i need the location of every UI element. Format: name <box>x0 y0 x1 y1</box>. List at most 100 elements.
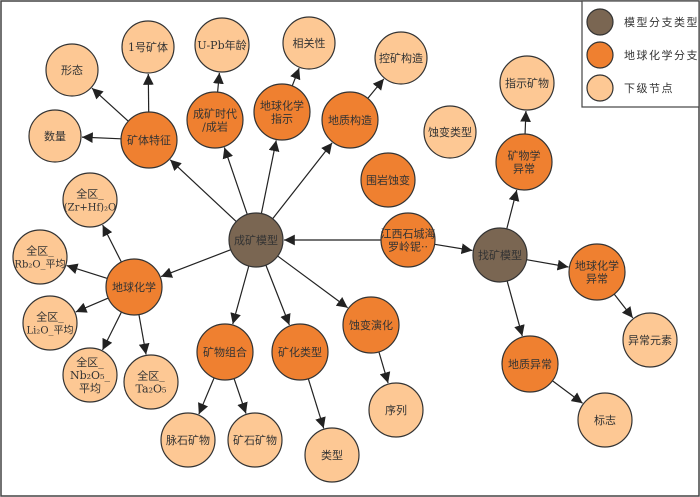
node-label: 矿体特征 <box>127 133 171 147</box>
node-label: 江西石城海 <box>381 227 436 241</box>
node-ktz[interactable]: 矿体特征 <box>120 111 178 169</box>
node-xt[interactable]: 形态 <box>45 43 99 97</box>
edge-ckmx-to-dqhxzs <box>260 140 280 214</box>
node-kwzh[interactable]: 矿物组合 <box>196 323 254 381</box>
node-lx[interactable]: 类型 <box>304 427 360 483</box>
node-label: 矿物组合 <box>203 345 247 359</box>
edge-dqhx-to-nb <box>101 311 123 351</box>
node-label: 控矿构造 <box>379 51 423 65</box>
edge-dqhxzs-to-xgx <box>290 67 301 87</box>
node-kkgz[interactable]: 控矿构造 <box>374 31 428 85</box>
node-label: 矿物学 <box>508 149 541 163</box>
node-label: 标志 <box>594 413 616 427</box>
edge-kwxyc-to-zskw <box>520 110 531 135</box>
edge-ckmx-to-cksd <box>222 147 248 215</box>
node-label: 平均 <box>79 382 101 395</box>
node-label: Rb₂O_平均 <box>14 259 65 271</box>
node-circle <box>568 243 626 301</box>
node-dzgz[interactable]: 地质构造 <box>321 91 379 149</box>
node-circle <box>22 295 78 351</box>
node-dqhx[interactable]: 地球化学 <box>105 258 163 316</box>
node-label: 成矿时代 <box>193 108 237 121</box>
node-rb[interactable]: 全区_Rb₂O_平均 <box>12 229 68 285</box>
edge-dqhx-to-ta <box>138 314 150 355</box>
node-ycys[interactable]: 异常元素 <box>622 312 678 368</box>
node-circle <box>62 347 118 403</box>
node-label: 数量 <box>44 130 66 143</box>
node-cksd[interactable]: 成矿时代/成岩 <box>186 91 244 149</box>
node-ta[interactable]: 全区_Ta₂O₅ <box>123 354 179 410</box>
node-sl[interactable]: 数量 <box>28 109 82 163</box>
node-label: (Zr+Hf)₂O <box>64 203 117 214</box>
node-sblx[interactable]: 蚀变类型 <box>423 105 477 159</box>
edge-ckmx-to-ktz <box>169 159 237 223</box>
node-circle <box>368 382 424 438</box>
node-label: 罗岭铌·· <box>388 240 428 254</box>
node-upb[interactable]: U-Pb年龄 <box>194 17 250 73</box>
node-label: /成岩 <box>202 120 228 134</box>
edge-dqhx-to-rb <box>66 263 108 280</box>
node-circle <box>342 296 400 354</box>
node-yhkt[interactable]: 1号矿体 <box>121 20 175 74</box>
node-label: 异常 <box>513 163 535 176</box>
node-mskw[interactable]: 脉石矿物 <box>160 412 216 468</box>
node-ckmx[interactable]: 成矿模型 <box>228 212 284 268</box>
node-label: 蚀变类型 <box>428 125 472 139</box>
node-circle <box>501 335 559 393</box>
node-xl[interactable]: 序列 <box>368 382 424 438</box>
node-bz[interactable]: 标志 <box>577 392 633 448</box>
node-label: 围岩蚀变 <box>366 173 410 187</box>
node-label: 全区_ <box>76 187 104 201</box>
edge-dqhx-to-li <box>75 297 109 313</box>
node-zskw[interactable]: 指示矿物 <box>499 55 555 111</box>
node-label: 全区_ <box>137 369 165 383</box>
edge-dzgz-to-kkgz <box>367 78 385 99</box>
node-circle <box>196 323 254 381</box>
edge-dqhx-to-zrhf <box>102 224 122 263</box>
node-sbyh[interactable]: 蚀变演化 <box>342 296 400 354</box>
node-label: 指示 <box>271 112 293 126</box>
node-circle <box>121 20 175 74</box>
node-circle <box>120 111 178 169</box>
node-circle <box>253 83 311 141</box>
node-circle <box>472 227 528 283</box>
node-label: 地球化学 <box>260 99 304 113</box>
node-circle <box>45 43 99 97</box>
edge-ktz-to-xt <box>91 87 129 122</box>
edge-jx-to-zkmx <box>434 243 473 255</box>
node-circle <box>160 412 216 468</box>
node-circle <box>123 354 179 410</box>
node-wysb[interactable]: 围岩蚀变 <box>360 152 416 208</box>
node-label: 地球化学 <box>112 280 156 294</box>
node-zkmx[interactable]: 找矿模型 <box>472 227 528 283</box>
node-kskw[interactable]: 矿石矿物 <box>227 412 283 468</box>
node-li[interactable]: 全区_Li₂O_平均 <box>22 295 78 351</box>
node-circle <box>577 392 633 448</box>
node-circle <box>186 91 244 149</box>
legend-label: 模型分支类型 <box>624 15 699 29</box>
node-zrhf[interactable]: 全区_ (Zr+Hf)₂O <box>62 172 118 228</box>
node-label: 矿化类型 <box>278 345 322 359</box>
node-circle <box>62 172 118 228</box>
edge-ckmx-to-kwzh <box>230 265 250 325</box>
node-circle <box>194 17 250 73</box>
node-circle <box>12 229 68 285</box>
node-nb[interactable]: 全区_Nb₂O₅_平均 <box>62 347 118 403</box>
edge-ckmx-to-dzgz <box>272 142 333 220</box>
node-label: 地球化学 <box>575 259 619 273</box>
node-khlx[interactable]: 矿化类型 <box>271 323 329 381</box>
legend-swatch-model <box>586 8 614 36</box>
node-label: 异常元素 <box>628 334 672 347</box>
node-xgx[interactable]: 相关性 <box>282 16 336 70</box>
node-dzyc[interactable]: 地质异常 <box>501 335 559 393</box>
legend-swatch-leaf <box>586 74 614 102</box>
node-label: Ta₂O₅ <box>136 383 167 396</box>
node-label: 地质构造 <box>328 113 372 127</box>
